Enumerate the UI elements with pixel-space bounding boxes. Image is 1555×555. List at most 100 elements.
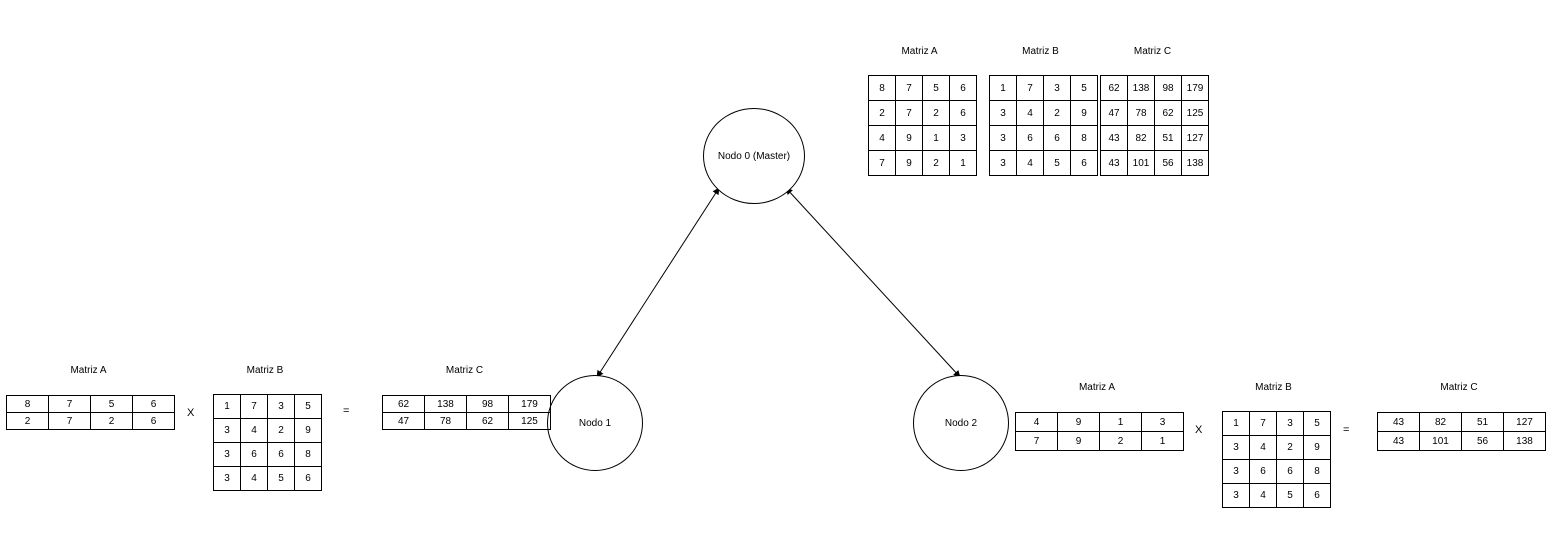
matrix-cell: 6 [949, 75, 977, 101]
matrix-cell: 82 [1127, 125, 1155, 151]
matrix-cell: 4 [1249, 435, 1277, 460]
matrix-cell: 3 [989, 100, 1017, 126]
matrix-cell: 3 [213, 418, 241, 443]
node1-matrix-b-title: Matriz B [246, 365, 284, 376]
matrix-cell: 3 [1043, 75, 1071, 101]
matrix-cell: 4 [1016, 150, 1044, 176]
matrix-cell: 62 [1100, 75, 1128, 101]
matrix-cell: 43 [1100, 150, 1128, 176]
matrix-cell: 1 [989, 75, 1017, 101]
matrix-cell: 51 [1461, 412, 1504, 432]
matrix-cell: 8 [1070, 125, 1098, 151]
matrix-cell: 138 [1503, 431, 1546, 451]
matrix-cell: 62 [466, 412, 509, 430]
matrix-cell: 5 [1303, 411, 1331, 436]
matrix-cell: 43 [1100, 125, 1128, 151]
matrix-cell: 7 [1016, 75, 1044, 101]
matrix-cell: 5 [1070, 75, 1098, 101]
matrix-cell: 2 [922, 100, 950, 126]
node-2: Nodo 2 [913, 375, 1009, 471]
matrix-cell: 5 [1276, 483, 1304, 508]
matrix-cell: 78 [424, 412, 467, 430]
matrix-cell: 7 [48, 412, 91, 430]
matrix-cell: 78 [1127, 100, 1155, 126]
matrix-cell: 8 [868, 75, 896, 101]
matrix-cell: 4 [1016, 100, 1044, 126]
matrix-cell: 6 [240, 442, 268, 467]
matrix-cell: 9 [895, 125, 923, 151]
matrix-cell: 4 [868, 125, 896, 151]
matrix-cell: 3 [989, 125, 1017, 151]
matrix-cell: 1 [1099, 412, 1142, 432]
matrix-cell: 6 [132, 395, 175, 413]
matrix-cell: 8 [1303, 459, 1331, 484]
node1-matrix-c-title: Matriz C [445, 365, 484, 376]
node1-matrix-a-title: Matriz A [70, 365, 107, 376]
matrix-cell: 1 [949, 150, 977, 176]
matrix-cell: 6 [1016, 125, 1044, 151]
node2-equals-sign: = [1343, 424, 1350, 436]
master-matrix-a-title: Matriz A [901, 46, 938, 57]
matrix-cell: 3 [1276, 411, 1304, 436]
matrix-cell: 2 [1099, 431, 1142, 451]
matrix-cell: 5 [294, 394, 322, 419]
matrix-cell: 5 [267, 466, 295, 491]
matrix-cell: 7 [895, 100, 923, 126]
matrix-cell: 2 [90, 412, 133, 430]
matrix-cell: 3 [1222, 435, 1250, 460]
matrix-cell: 101 [1419, 431, 1462, 451]
matrix-cell: 6 [1303, 483, 1331, 508]
matrix-cell: 138 [1181, 150, 1209, 176]
matrix-cell: 7 [1249, 411, 1277, 436]
matrix-cell: 2 [1043, 100, 1071, 126]
matrix-cell: 3 [1222, 483, 1250, 508]
matrix-cell: 3 [989, 150, 1017, 176]
matrix-cell: 7 [895, 75, 923, 101]
matrix-cell: 8 [6, 395, 49, 413]
matrix-cell: 3 [267, 394, 295, 419]
node-2-label: Nodo 2 [944, 417, 978, 429]
node2-matrix-b-title: Matriz B [1255, 382, 1292, 393]
matrix-cell: 4 [240, 466, 268, 491]
matrix-cell: 56 [1154, 150, 1182, 176]
matrix-cell: 6 [132, 412, 175, 430]
matrix-cell: 98 [466, 395, 509, 413]
arrow-master-node1 [596, 187, 720, 378]
matrix-cell: 4 [1015, 412, 1058, 432]
node1-equals-sign: = [343, 405, 350, 417]
matrix-cell: 6 [294, 466, 322, 491]
node2-multiply-sign: X [1195, 424, 1203, 436]
matrix-cell: 138 [424, 395, 467, 413]
matrix-cell: 2 [267, 418, 295, 443]
matrix-cell: 127 [1181, 125, 1209, 151]
matrix-cell: 9 [895, 150, 923, 176]
matrix-cell: 8 [294, 442, 322, 467]
matrix-cell: 179 [508, 395, 551, 413]
matrix-cell: 7 [48, 395, 91, 413]
matrix-cell: 4 [240, 418, 268, 443]
matrix-cell: 51 [1154, 125, 1182, 151]
matrix-cell: 62 [1154, 100, 1182, 126]
master-node-label: Nodo 0 (Master) [717, 150, 791, 162]
matrix-cell: 3 [1141, 412, 1184, 432]
matrix-cell: 125 [1181, 100, 1209, 126]
arrow-master-node2 [785, 187, 961, 378]
matrix-cell: 101 [1127, 150, 1155, 176]
